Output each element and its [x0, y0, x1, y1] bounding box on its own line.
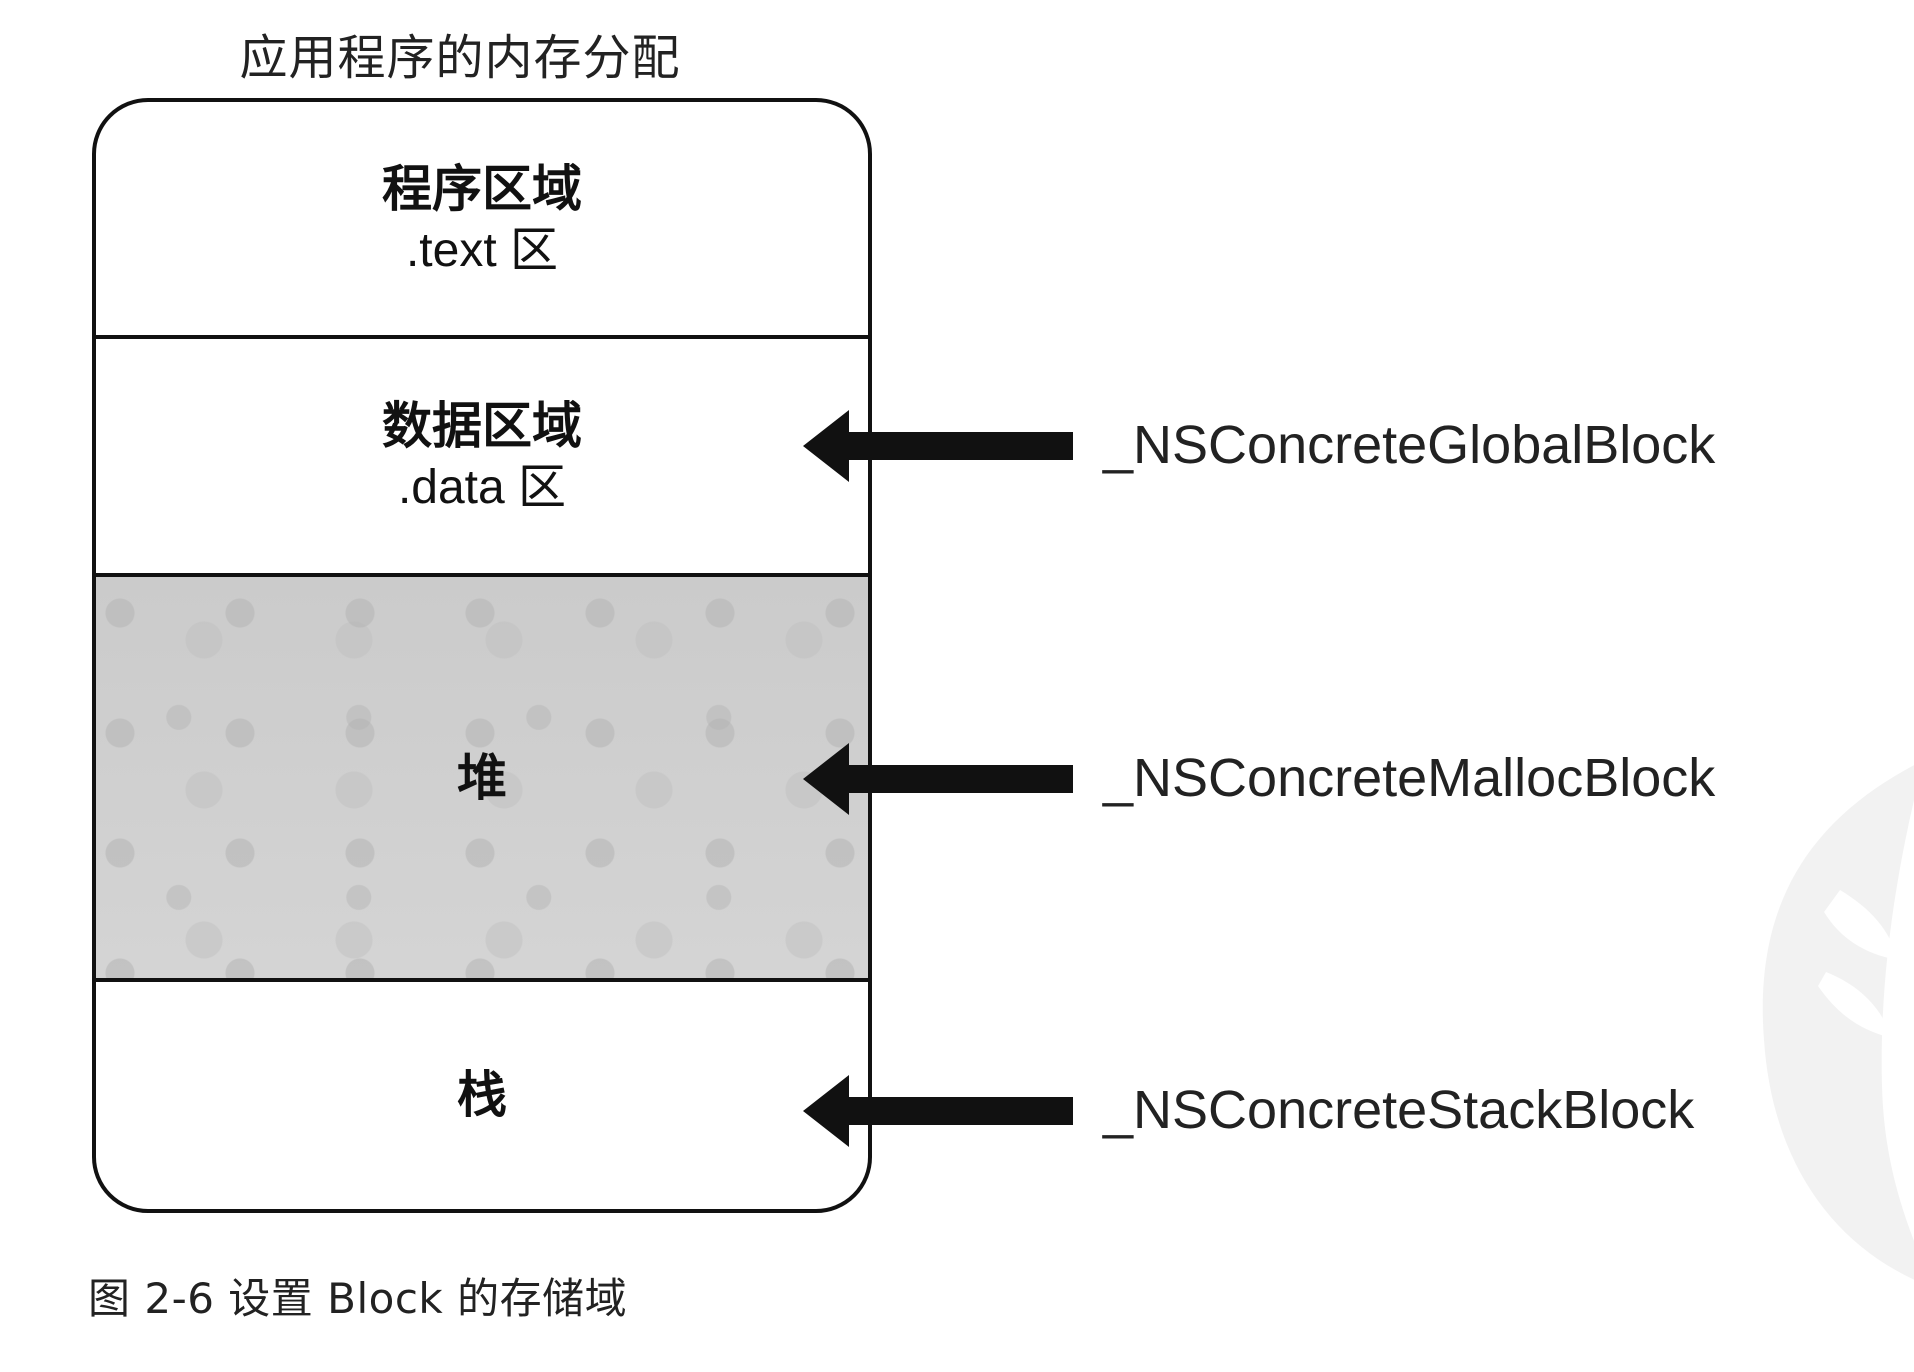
heap-region-text: 堆 [96, 577, 868, 980]
left-arrow-icon [803, 743, 1073, 815]
figure-caption: 图 2-6 设置 Block 的存储域 [88, 1274, 628, 1323]
data-region-subtitle: .data 区 [397, 461, 567, 515]
stack-block-label: _NSConcreteStackBlock [1103, 1080, 1695, 1140]
stack-region-text: 栈 [96, 982, 868, 1209]
heap-stack-divider [96, 978, 868, 982]
program-region-title: 程序区域 [382, 159, 582, 218]
global-block-label: _NSConcreteGlobalBlock [1103, 415, 1716, 475]
malloc-block-pointer: _NSConcreteMallocBlock [803, 743, 1853, 833]
left-arrow-icon [803, 1075, 1073, 1147]
watermark-decoration-icon [1762, 765, 1914, 1280]
stack-region-title: 栈 [457, 1066, 507, 1124]
program-region: 程序区域 .text 区 [96, 102, 868, 337]
malloc-block-label: _NSConcreteMallocBlock [1103, 748, 1716, 808]
stack-block-pointer: _NSConcreteStackBlock [803, 1075, 1853, 1165]
stack-region: 栈 [96, 982, 868, 1209]
program-region-text: 程序区域 .text 区 [96, 102, 868, 337]
data-heap-divider [96, 573, 868, 577]
heap-region-title: 堆 [457, 749, 507, 807]
memory-layout-box: 程序区域 .text 区 数据区域 .data 区 堆 栈 [92, 98, 872, 1213]
data-region-title: 数据区域 [382, 397, 582, 456]
global-block-pointer: _NSConcreteGlobalBlock [803, 410, 1853, 500]
left-arrow-icon [803, 410, 1073, 482]
program-region-subtitle: .text 区 [405, 223, 559, 277]
data-region-text: 数据区域 .data 区 [96, 339, 868, 575]
heap-region: 堆 [96, 577, 868, 980]
diagram-title: 应用程序的内存分配 [239, 30, 681, 86]
program-data-divider [96, 335, 868, 339]
data-region: 数据区域 .data 区 [96, 339, 868, 575]
